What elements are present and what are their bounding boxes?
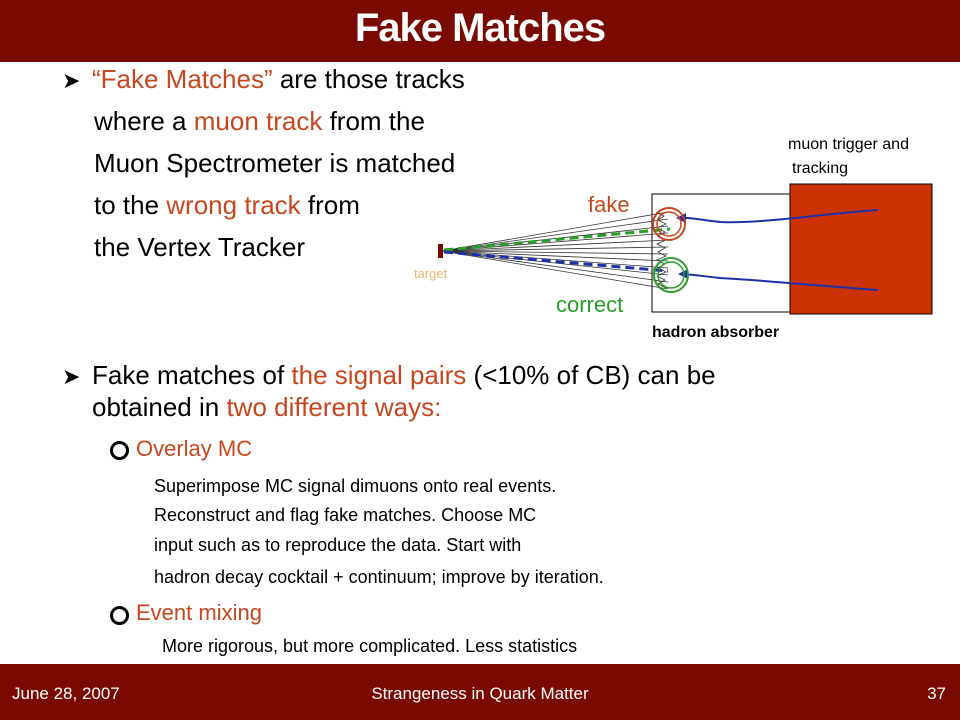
muon-track-lower bbox=[679, 273, 879, 291]
title-bar bbox=[0, 0, 960, 62]
bullet1-line2-a: where a bbox=[94, 106, 194, 136]
target-label: target bbox=[414, 266, 448, 281]
bullet2-two-ways: two different ways: bbox=[226, 392, 442, 422]
footer-page-number: 37 bbox=[927, 684, 946, 703]
bullet2-line1-a: Fake matches of bbox=[92, 360, 292, 390]
overlay-mc-line-2: Reconstruct and flag fake matches. Choos… bbox=[154, 505, 537, 525]
bullet1-line2-b: from the bbox=[322, 106, 425, 136]
bullet1-line4: to the wrong track from bbox=[94, 190, 360, 220]
footer-date: June 28, 2007 bbox=[12, 684, 120, 703]
bullet2-line2-a: obtained in bbox=[92, 392, 227, 422]
hadron-absorber-box bbox=[651, 193, 791, 313]
muon-track-upper bbox=[677, 209, 879, 224]
overlay-mc-line-1: Superimpose MC signal dimuons onto real … bbox=[154, 476, 557, 496]
bullet2-line1-b: (<10% of CB) can be bbox=[466, 360, 716, 390]
bullet1-line1-text: are those tracks bbox=[272, 64, 465, 94]
sub-bullet-circle-icon bbox=[110, 441, 129, 460]
bullet1-line1: “Fake Matches” are those tracks bbox=[92, 64, 465, 94]
bullet1-fake-matches: “Fake Matches” bbox=[92, 64, 273, 94]
hadron-absorber-label: hadron absorber bbox=[652, 324, 780, 341]
bullet1-muon-track: muon track bbox=[193, 106, 323, 136]
correct-label: correct bbox=[556, 292, 624, 317]
fake-circle-inner bbox=[656, 211, 682, 237]
muon-trigger-label-2: tracking bbox=[792, 160, 849, 177]
bullet-arrow-icon: ➤ bbox=[62, 364, 81, 389]
overlay-mc-line-3: input such as to reproduce the data. Sta… bbox=[154, 535, 522, 555]
overlay-mc-line-4: hadron decay cocktail + continuum; impro… bbox=[154, 567, 604, 587]
correct-circle-inner bbox=[657, 261, 685, 289]
hadron-tracks bbox=[441, 211, 669, 290]
slide-title: Fake Matches bbox=[354, 6, 606, 50]
correct-match-line bbox=[443, 250, 669, 273]
bullet1-line2: where a muon track from the bbox=[94, 106, 425, 136]
fake-match-line bbox=[443, 227, 671, 252]
event-mixing-line-1: More rigorous, but more complicated. Les… bbox=[162, 636, 578, 656]
bullet1-line4-a: to the bbox=[94, 190, 167, 220]
fake-label: fake bbox=[588, 192, 630, 217]
correct-circle-outer bbox=[653, 257, 689, 293]
target-marker bbox=[438, 244, 443, 258]
bullet1-wrong-track: wrong track bbox=[166, 190, 301, 220]
muon-track-lower-arrow-icon bbox=[678, 269, 688, 279]
overlay-mc-heading: Overlay MC bbox=[136, 436, 253, 461]
muon-spectrometer-box bbox=[789, 183, 933, 315]
sub-bullet-circle-icon bbox=[110, 606, 129, 625]
footer-conference: Strangeness in Quark Matter bbox=[371, 684, 589, 703]
bullet-arrow-icon: ➤ bbox=[62, 68, 81, 93]
footer-bar: June 28, 2007 Strangeness in Quark Matte… bbox=[0, 664, 960, 720]
bullet1-line4-b: from bbox=[300, 190, 360, 220]
bullet1-line3: Muon Spectrometer is matched bbox=[94, 148, 456, 178]
bullet1-line5: the Vertex Tracker bbox=[94, 232, 305, 262]
bullet2-line2: obtained in two different ways: bbox=[92, 392, 441, 422]
bullet2-signal-pairs: the signal pairs bbox=[291, 360, 467, 390]
fake-circle-outer bbox=[652, 207, 686, 241]
bullet2-line1: Fake matches of the signal pairs (<10% o… bbox=[92, 360, 716, 390]
event-mixing-heading: Event mixing bbox=[136, 600, 262, 625]
muon-trigger-label-1: muon trigger and bbox=[788, 136, 909, 153]
